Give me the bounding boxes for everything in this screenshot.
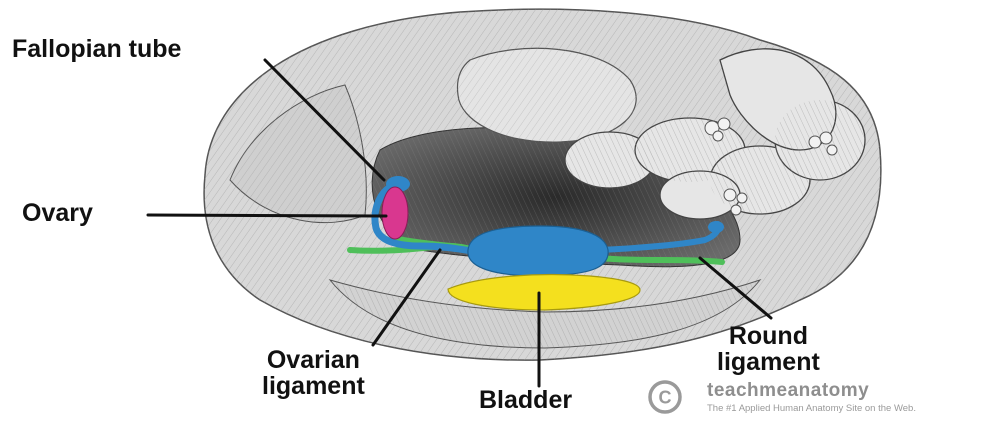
label-fallopian-tube: Fallopian tube xyxy=(12,36,181,62)
label-ovarian-ligament-line1: Ovarian xyxy=(262,347,365,373)
ovary-shape xyxy=(382,187,408,239)
label-ovary: Ovary xyxy=(22,200,93,226)
copyright-logo-icon: C xyxy=(648,380,682,414)
label-round-ligament: Round ligament xyxy=(717,323,820,375)
ovary-pointer xyxy=(148,215,386,216)
label-ovarian-ligament: Ovarian ligament xyxy=(262,347,365,399)
label-ovarian-ligament-line2: ligament xyxy=(262,373,365,399)
brand-name: teachmeanatomy xyxy=(707,380,869,402)
copyright-logo-letter: C xyxy=(659,388,672,408)
brand-watermark: C teachmeanatomy The #1 Applied Human An… xyxy=(648,380,978,416)
label-bladder: Bladder xyxy=(479,387,572,413)
brand-tagline: The #1 Applied Human Anatomy Site on the… xyxy=(707,403,916,414)
label-round-ligament-line2: ligament xyxy=(717,349,820,375)
uterus-shape xyxy=(468,226,608,276)
label-round-ligament-line1: Round xyxy=(717,323,820,349)
